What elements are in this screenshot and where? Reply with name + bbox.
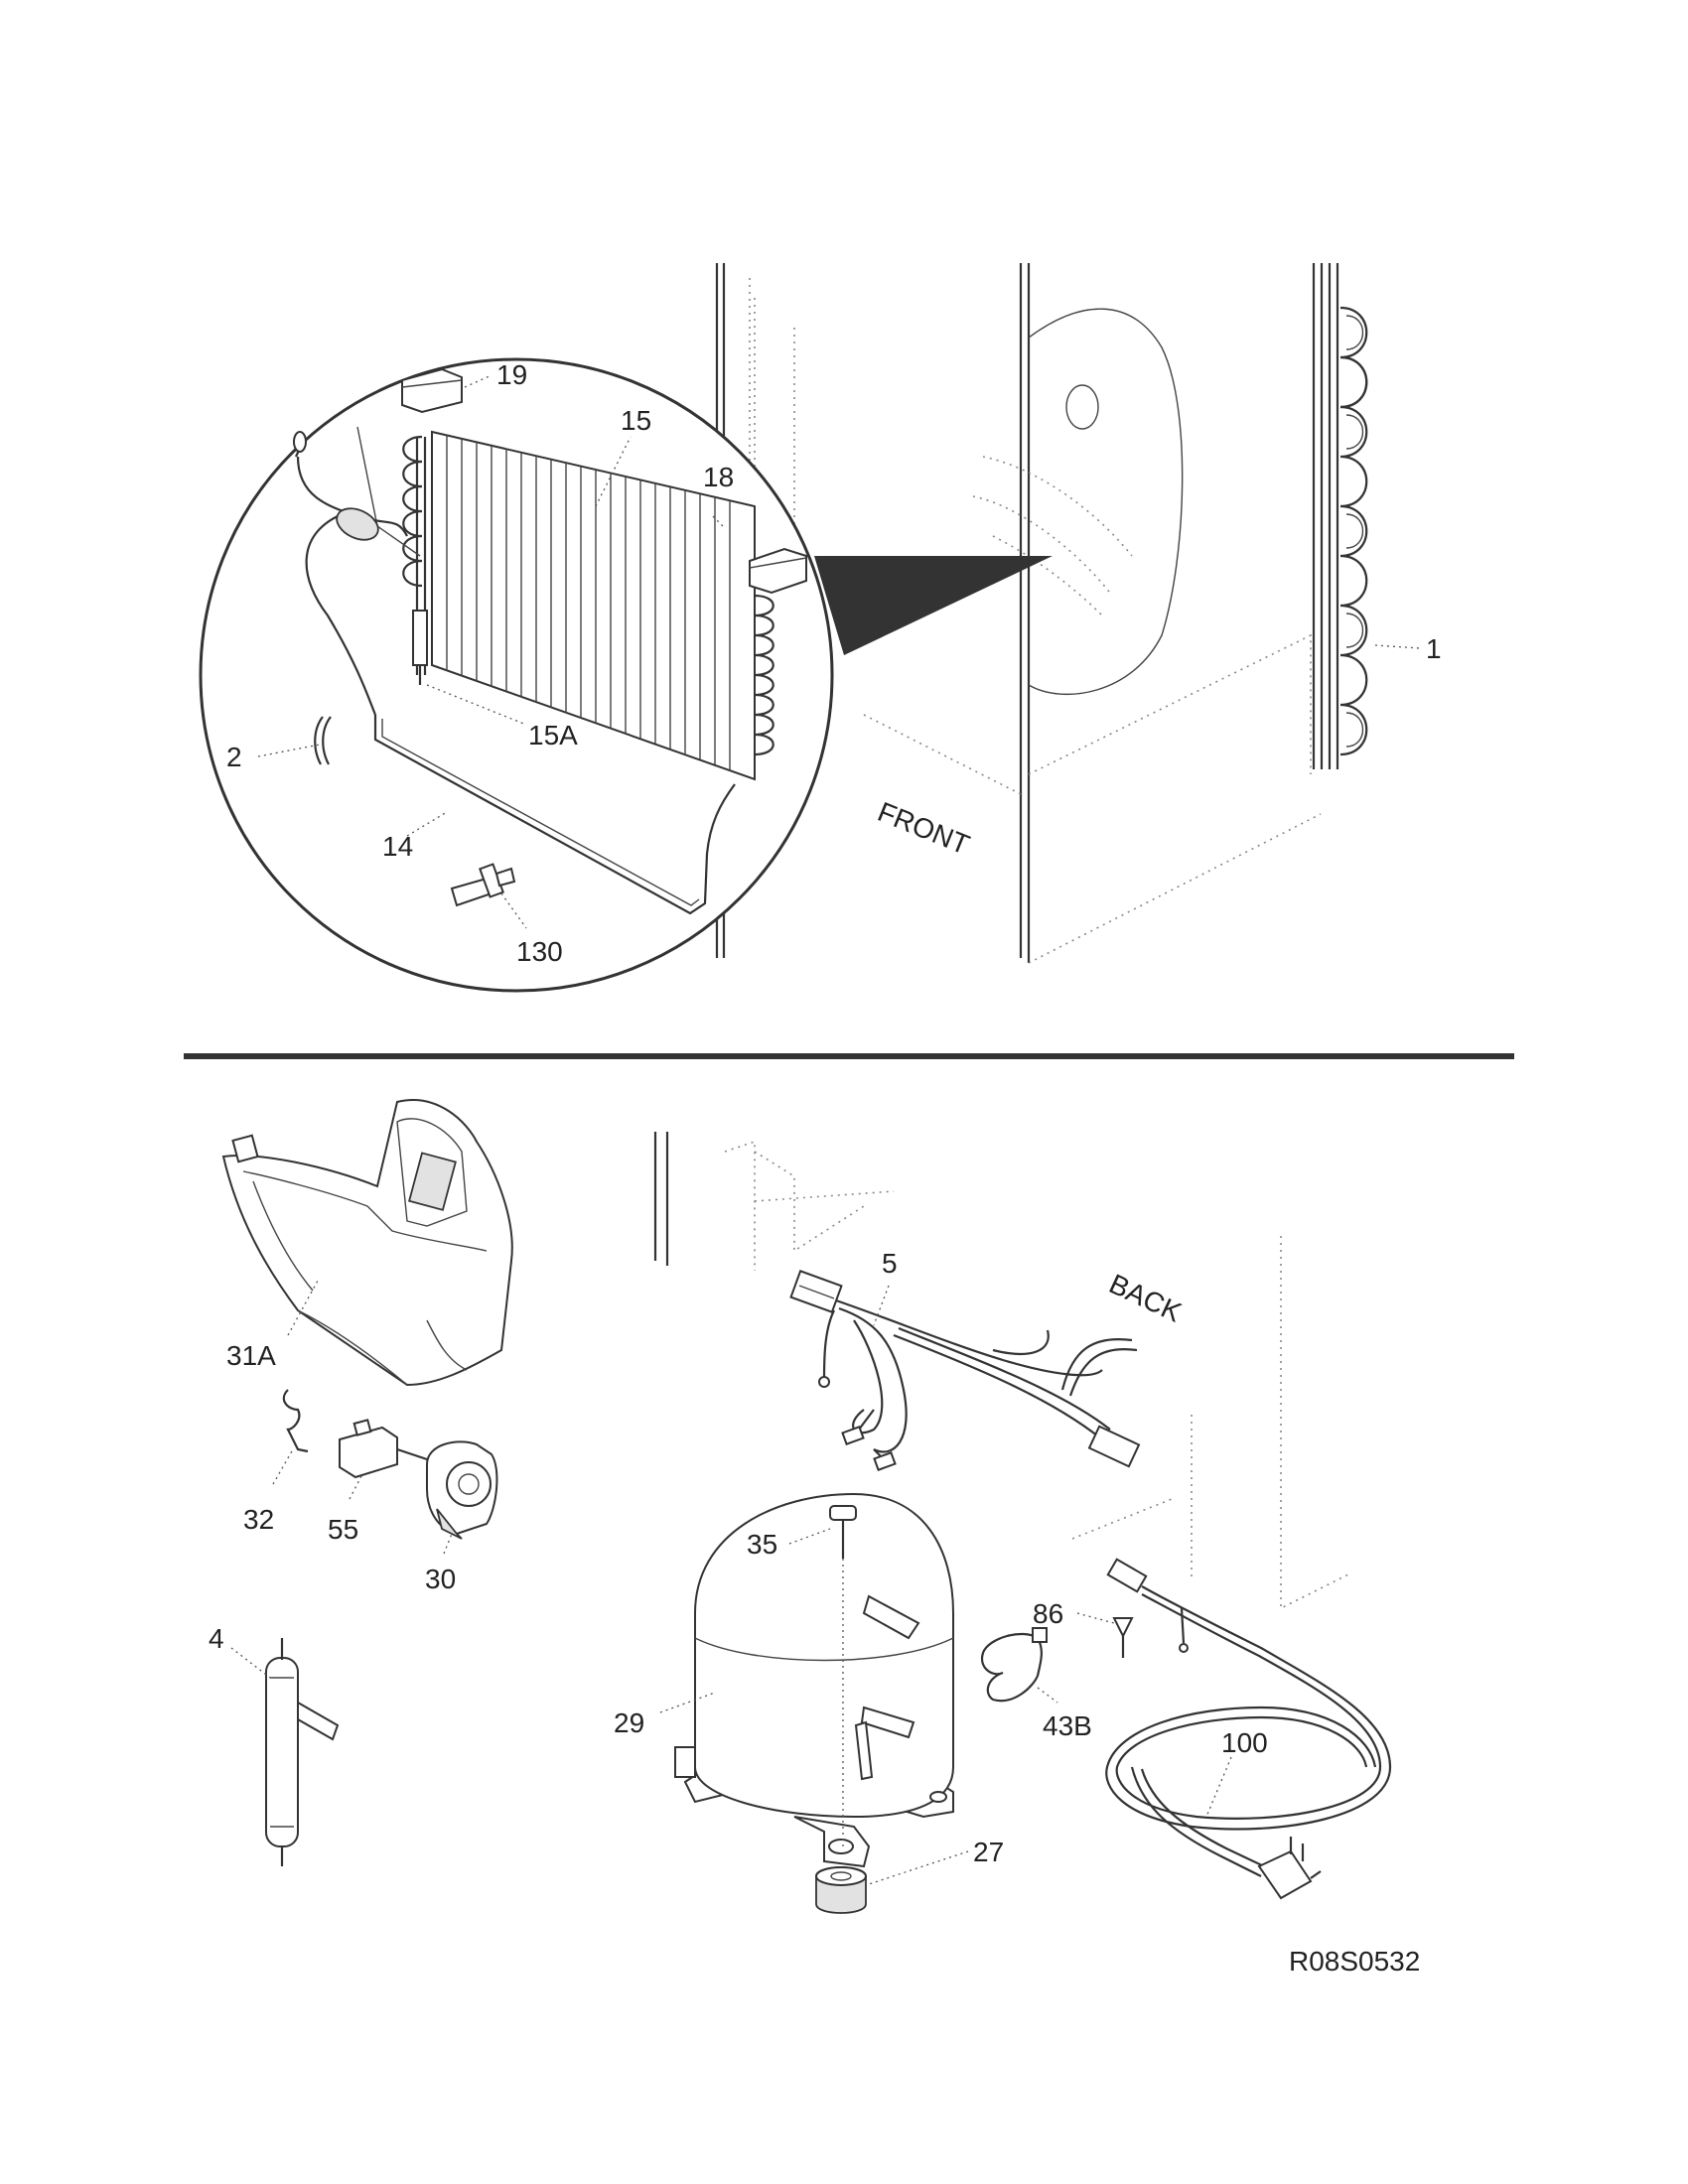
drain-heater-14 <box>373 715 736 915</box>
label-130: 130 <box>516 936 563 967</box>
label-4: 4 <box>209 1623 224 1654</box>
label-32: 32 <box>243 1504 274 1535</box>
label-14: 14 <box>382 831 413 862</box>
label-15: 15 <box>621 405 651 436</box>
label-86: 86 <box>1033 1598 1063 1629</box>
detail-pointer <box>814 556 1053 655</box>
compressor-29 <box>674 1492 954 1868</box>
label-1: 1 <box>1426 633 1442 664</box>
label-15a: 15A <box>528 720 578 751</box>
label-43b: 43B <box>1043 1710 1092 1741</box>
condenser-coil <box>1312 263 1368 769</box>
filter-drier-4 <box>265 1638 340 1866</box>
evaporator <box>402 430 774 781</box>
power-cord-100 <box>1105 1558 1392 1900</box>
section-divider <box>184 1053 1514 1059</box>
cabinet-outline-bottom <box>653 1132 1351 1610</box>
wiring-harness-5 <box>789 1270 1141 1471</box>
label-35: 35 <box>747 1529 777 1560</box>
bolt-35 <box>829 1505 857 1846</box>
switch-55 <box>339 1419 398 1479</box>
label-5: 5 <box>882 1248 898 1279</box>
diagram-code: R08S0532 <box>1289 1946 1420 1977</box>
insulator-block-19 <box>401 367 463 414</box>
clip-32 <box>282 1389 309 1453</box>
leader-lines-bottom <box>230 1280 1232 1885</box>
label-31a: 31A <box>226 1340 276 1371</box>
label-29: 29 <box>614 1707 644 1738</box>
water-valve-30 <box>396 1440 498 1540</box>
icemaker-bin-31a <box>221 1099 513 1387</box>
label-back: BACK <box>1104 1268 1186 1327</box>
label-19: 19 <box>496 359 527 390</box>
sensor-wire <box>293 431 408 716</box>
screw-86 <box>1112 1617 1134 1658</box>
drain-plug-130 <box>450 863 516 907</box>
grommet-27 <box>815 1866 867 1914</box>
label-18: 18 <box>703 462 734 492</box>
label-55: 55 <box>328 1514 358 1545</box>
label-100: 100 <box>1221 1727 1268 1758</box>
leader-lines-top <box>257 374 1421 929</box>
label-2: 2 <box>226 742 242 772</box>
label-30: 30 <box>425 1564 456 1594</box>
label-27: 27 <box>973 1837 1004 1867</box>
clip-2 <box>314 716 332 765</box>
insulator-block-18 <box>749 547 807 595</box>
clip-43b <box>980 1627 1048 1703</box>
label-front: FRONT <box>874 796 974 861</box>
